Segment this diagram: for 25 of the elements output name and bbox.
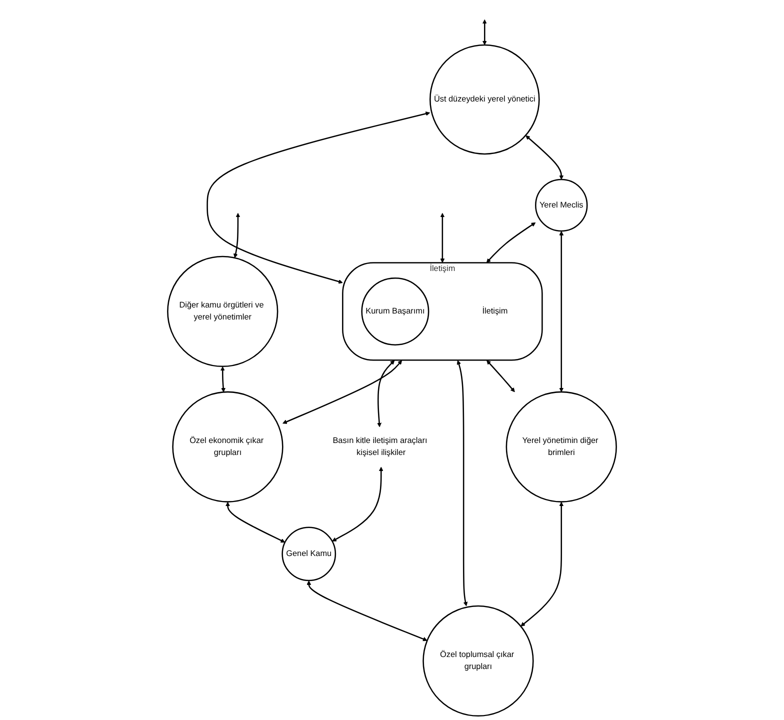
arrow <box>206 112 430 284</box>
node-circle: Kurum Başarımı <box>361 277 430 346</box>
arrow <box>482 19 487 46</box>
node-circle: Genel Kamu <box>282 526 336 582</box>
node-circle: Diğer kamu örgütleri ve yerel yönetimler <box>167 256 278 368</box>
node-circle: Üst düzeydeki yerel yönetici <box>429 44 540 155</box>
arrow <box>306 580 428 642</box>
arrow <box>486 222 536 263</box>
arrow <box>226 502 286 543</box>
node-circle: Özel ekonomik çıkar grupları <box>172 391 284 502</box>
arrow <box>377 360 395 428</box>
arrow <box>440 212 445 263</box>
node-circle: Yerel Meclis <box>535 178 588 232</box>
arrow <box>233 212 240 258</box>
node-circle: Yerel yönetimin diğer brimleri <box>506 391 617 502</box>
arrow <box>486 360 515 392</box>
arrow <box>456 360 468 606</box>
node-circle: Özel toplumsal çıkar grupları <box>422 605 534 717</box>
arrow <box>282 360 402 424</box>
arrow <box>526 135 564 180</box>
arrow <box>559 230 564 392</box>
arrow <box>332 466 384 542</box>
node-text: Basın kitle iletişim araçları kişisel ilişkiler <box>332 436 428 458</box>
arrow <box>520 502 564 626</box>
arrow <box>220 366 226 392</box>
